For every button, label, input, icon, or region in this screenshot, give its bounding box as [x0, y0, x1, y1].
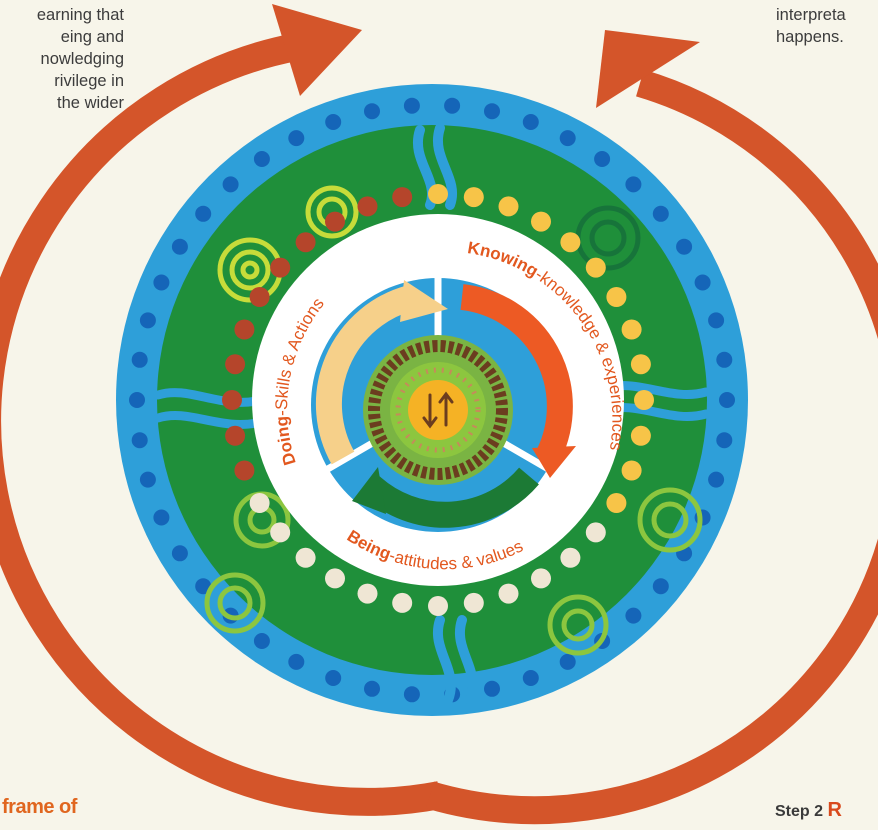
doing-dot — [325, 212, 345, 232]
being-dot — [560, 548, 580, 568]
rim-dot — [625, 176, 641, 192]
rim-dot — [560, 654, 576, 670]
rim-dot — [653, 578, 669, 594]
knowing-dot — [428, 184, 448, 204]
doing-dot — [234, 461, 254, 481]
rim-dot — [153, 275, 169, 291]
being-dot — [392, 593, 412, 613]
knowing-dot — [560, 232, 580, 252]
being-dot — [586, 522, 606, 542]
rim-dot — [325, 670, 341, 686]
rim-dot — [560, 130, 576, 146]
rim-dot — [132, 432, 148, 448]
rim-dot — [523, 114, 539, 130]
knowing-dot — [586, 258, 606, 278]
rim-dot — [172, 239, 188, 255]
rim-dot — [719, 392, 735, 408]
doing-dot — [225, 426, 245, 446]
being-dot — [428, 596, 448, 616]
doing-dot — [250, 287, 270, 307]
rim-dot — [484, 103, 500, 119]
rim-dot — [523, 670, 539, 686]
rim-dot — [708, 472, 724, 488]
being-dot — [464, 593, 484, 613]
center-yellow-disc — [408, 380, 468, 440]
rim-dot — [132, 352, 148, 368]
being-dot — [325, 568, 345, 588]
being-dot — [250, 493, 270, 513]
rim-dot — [254, 151, 270, 167]
rim-dot — [404, 98, 420, 114]
knowing-dot — [622, 461, 642, 481]
rim-dot — [653, 206, 669, 222]
rim-dot — [716, 432, 732, 448]
step-accent-letter: R — [827, 799, 841, 821]
knowing-dot — [606, 493, 626, 513]
knowing-dot — [531, 212, 551, 232]
being-dot — [499, 584, 519, 604]
doing-dot — [222, 390, 242, 410]
being-dot — [270, 522, 290, 542]
rim-dot — [254, 633, 270, 649]
knowing-dot — [622, 320, 642, 340]
knowing-dot — [606, 287, 626, 307]
knowing-dot — [464, 187, 484, 207]
rim-dot — [716, 352, 732, 368]
rim-dot — [594, 151, 610, 167]
rim-dot — [364, 681, 380, 697]
knowing-dot — [631, 426, 651, 446]
rim-dot — [695, 275, 711, 291]
rim-dot — [195, 206, 211, 222]
being-dot — [296, 548, 316, 568]
knowing-dot — [634, 390, 654, 410]
step-prefix: Step 2 — [775, 803, 827, 820]
rim-dot — [404, 686, 420, 702]
rim-dot — [288, 654, 304, 670]
knowing-dot — [631, 354, 651, 374]
rim-dot — [676, 239, 692, 255]
doing-dot — [358, 196, 378, 216]
doing-dot — [270, 258, 290, 278]
rim-dot — [444, 98, 460, 114]
knowing-dot — [499, 196, 519, 216]
bottom-right-heading-fragment: Step 2 R — [775, 799, 842, 822]
rim-dot — [140, 312, 156, 328]
doing-dot — [392, 187, 412, 207]
doing-dot — [234, 320, 254, 340]
rim-dot — [172, 545, 188, 561]
being-dot — [531, 568, 551, 588]
rim-dot — [364, 103, 380, 119]
being-dot — [358, 584, 378, 604]
rim-dot — [625, 608, 641, 624]
bottom-left-heading-fragment: frame of — [2, 796, 77, 819]
doing-dot — [296, 232, 316, 252]
doing-dot — [225, 354, 245, 374]
rim-dot — [140, 472, 156, 488]
rim-dot — [288, 130, 304, 146]
rim-dot — [484, 681, 500, 697]
rim-dot — [223, 176, 239, 192]
rim-dot — [325, 114, 341, 130]
rim-dot — [153, 510, 169, 526]
rim-dot — [708, 312, 724, 328]
rim-dot — [129, 392, 145, 408]
